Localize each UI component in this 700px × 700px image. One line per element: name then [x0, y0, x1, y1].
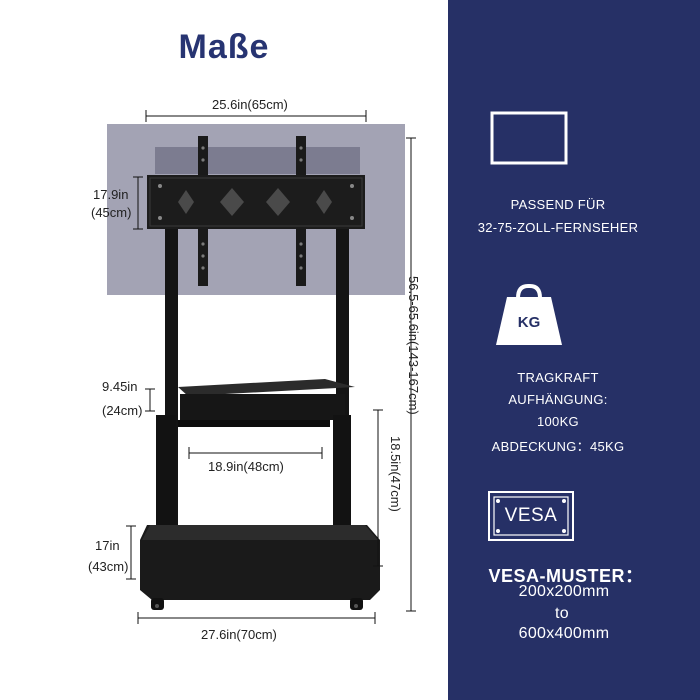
shelf-width-label: 18.9in(48cm): [208, 459, 284, 474]
base-width-label: 27.6in(70cm): [201, 627, 277, 642]
fit-value: 32-75-ZOLL-FERNSEHER: [477, 220, 639, 235]
load-mount-label: AUFHÄNGUNG:: [508, 392, 608, 407]
panel-graphics: [488, 111, 574, 541]
vesa-max: 600x400mm: [518, 625, 610, 642]
shelf-body: [180, 394, 345, 420]
load-mount-value: 100KG: [537, 414, 579, 429]
shelf-height-label: 18.5in(47cm): [388, 436, 403, 512]
shelf-gap-label-cm: (24cm): [102, 403, 143, 418]
top-width-label: 25.6in(65cm): [212, 97, 288, 112]
vesa-to: to: [555, 605, 569, 622]
fit-label: PASSEND FÜR: [510, 197, 606, 212]
vesa-min: 200x200mm: [518, 583, 610, 600]
page-title: Maße: [178, 28, 270, 66]
load-cover: ABDECKUNG：45KG: [491, 439, 625, 454]
total-height-label: 56.5-65.6in(143-167cm): [406, 276, 421, 415]
vesa-icon-label: VESA: [504, 505, 558, 526]
tv-stand-illustration: [107, 110, 416, 624]
vesa-icon: [488, 491, 574, 541]
shelf-gap-label-in: 9.45in: [102, 379, 138, 394]
base-height-label-cm: (43cm): [88, 559, 129, 574]
vesa-label: VESA-MUSTER：: [488, 566, 644, 586]
load-label: TRAGKRAFT: [517, 370, 599, 385]
tv-icon: [490, 111, 568, 165]
shelf-top: [178, 379, 355, 396]
tv-mount-shadow: [155, 147, 360, 174]
mount-height-label-in: 17.9in: [93, 187, 129, 202]
feature-panel: KG VESA PASSEND FÜR 32-75-ZOLL-FERNSEHER…: [448, 0, 700, 700]
base-height-label-in: 17in: [95, 538, 120, 553]
weight-icon: [496, 284, 562, 345]
diagram-area: Maße: [88, 28, 421, 642]
base: [140, 525, 380, 600]
weight-icon-label: KG: [517, 314, 541, 331]
mount-height-label-cm: (45cm): [91, 205, 132, 220]
